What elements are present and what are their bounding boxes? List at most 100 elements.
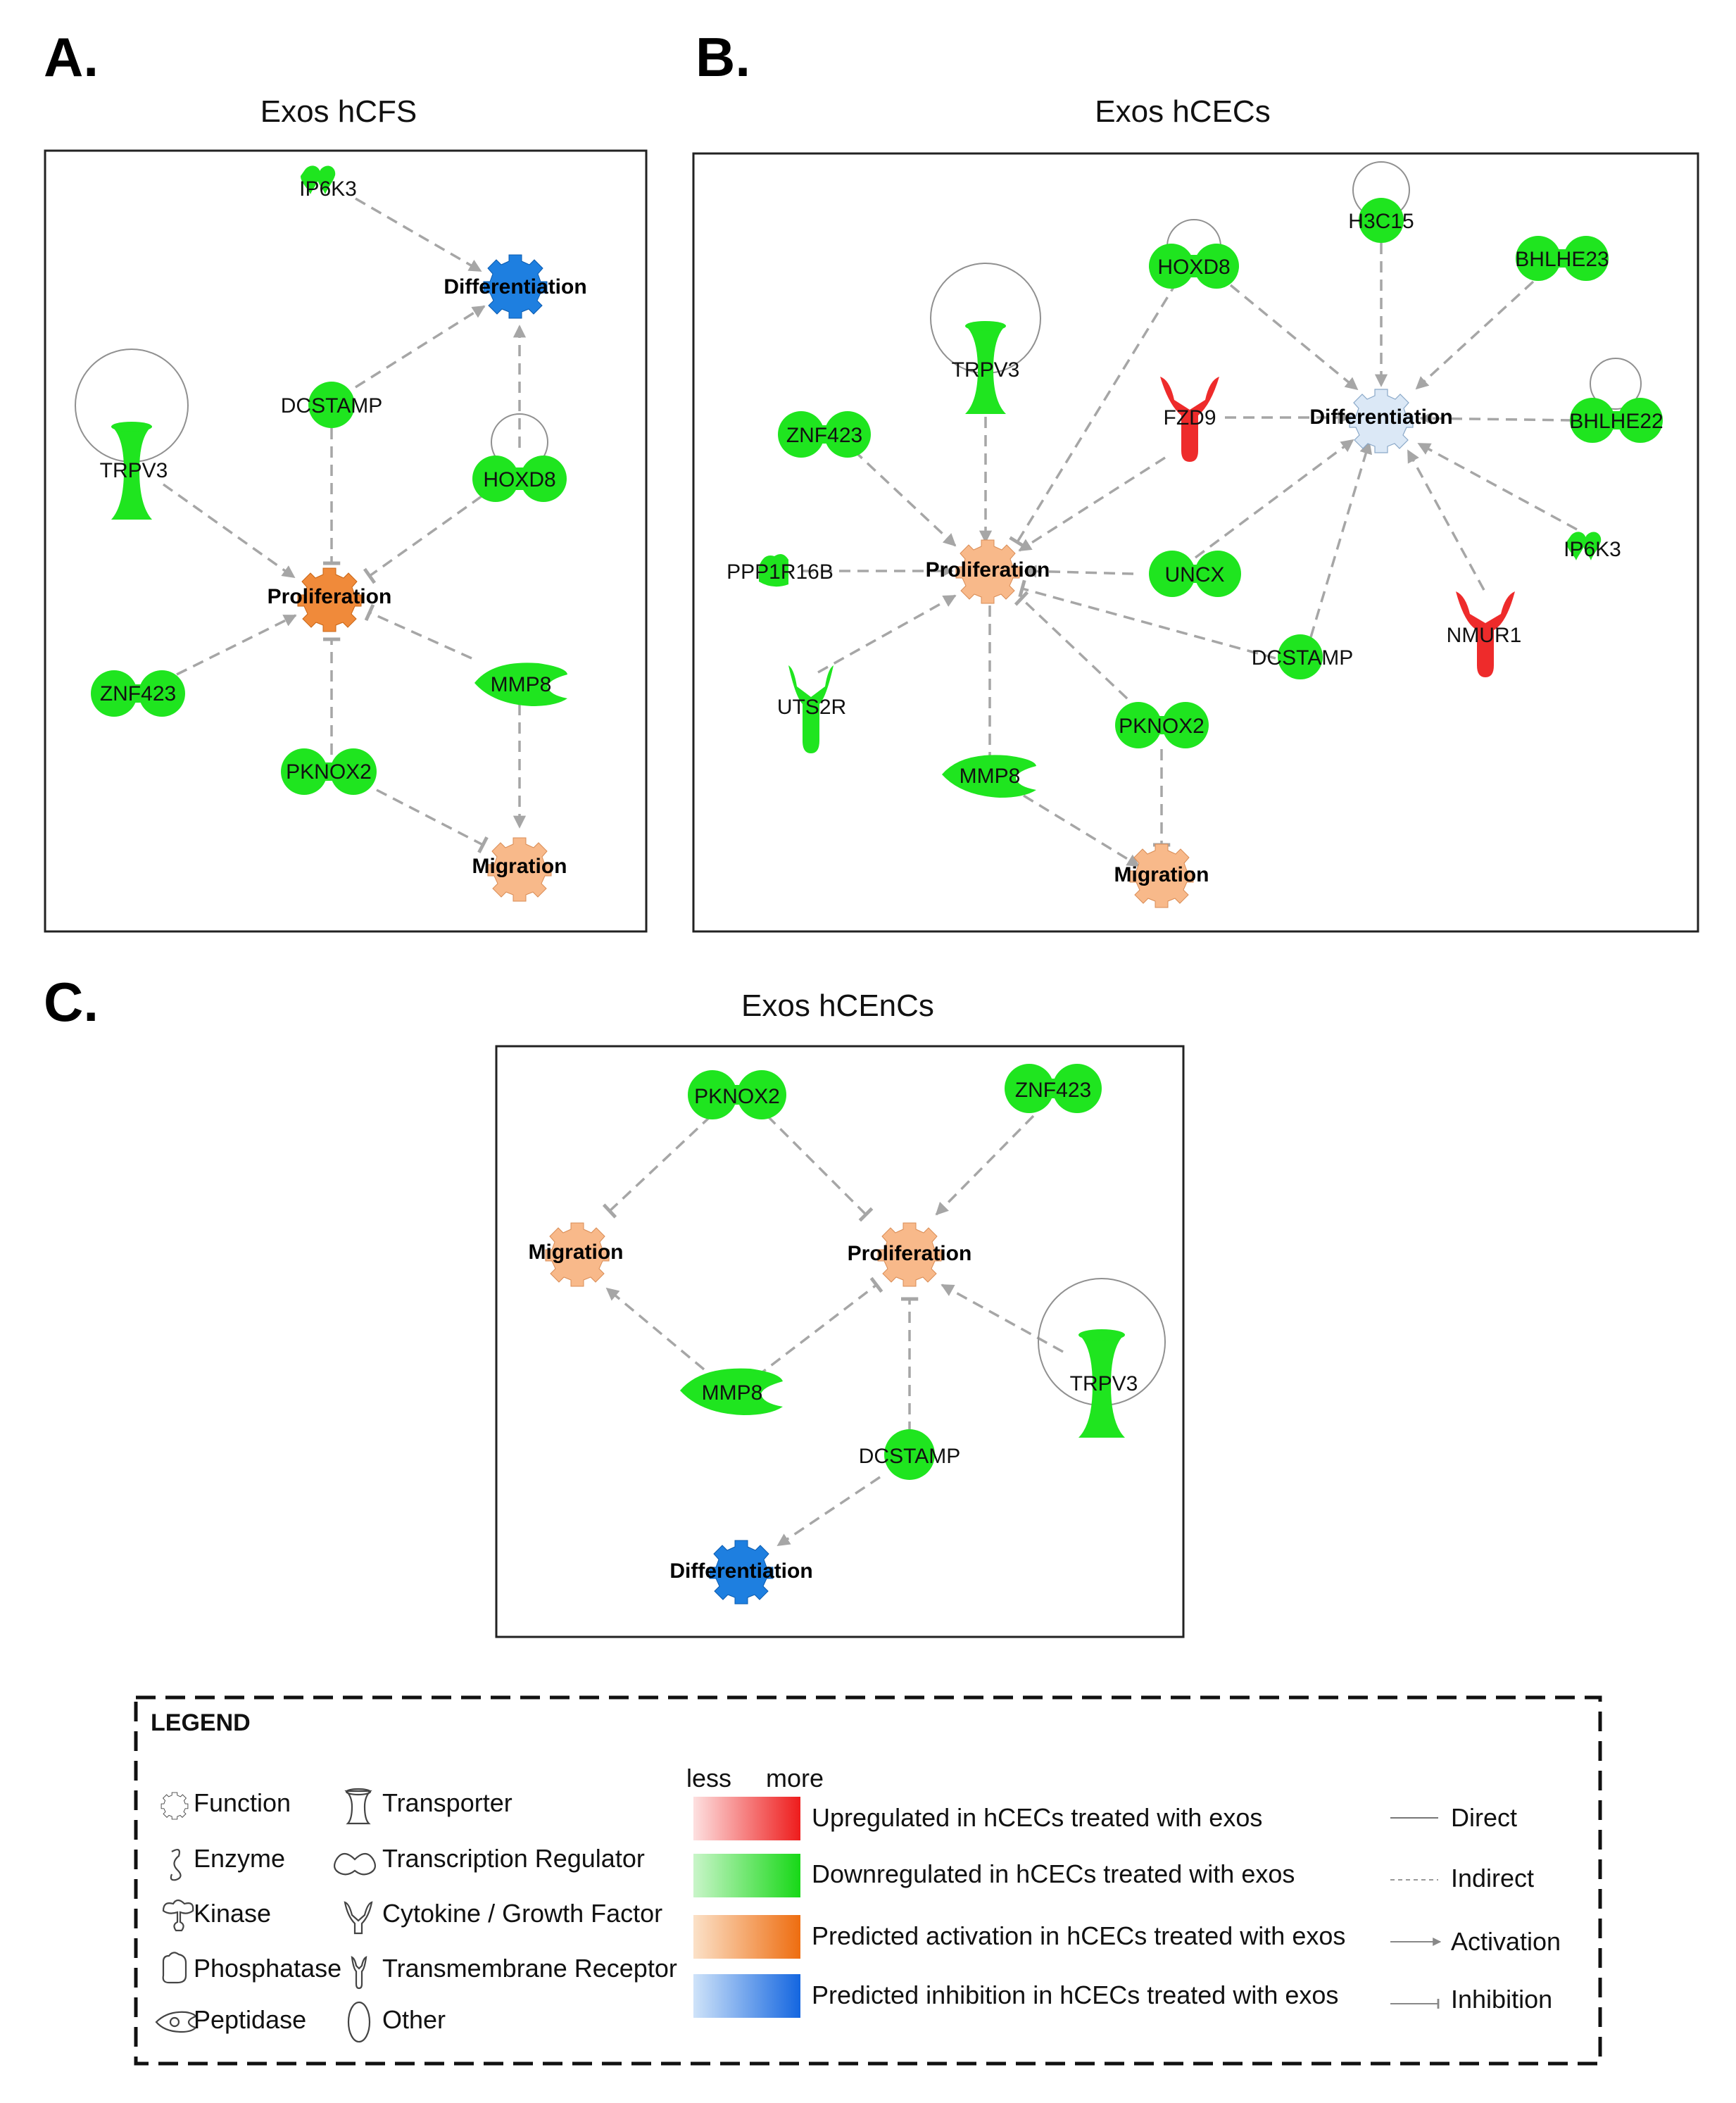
peptidase-icon (155, 2011, 198, 2033)
legend-activation: Predicted activation in hCECs treated wi… (812, 1921, 1345, 1950)
node-mmp8-c: MMP8 (680, 1368, 783, 1415)
migration-b-label: Migration (1114, 863, 1209, 886)
mmp8-label: MMP8 (491, 673, 552, 696)
legend-down: Downregulated in hCECs treated with exos (812, 1859, 1295, 1888)
legend: LEGEND Function Enzyme Kinase Phosphatas… (134, 1695, 1602, 2066)
legend-scale-more: more (766, 1764, 824, 1793)
panel-c-title: Exos hCEnCs (741, 988, 934, 1023)
panel-c-frame (495, 1045, 1185, 1638)
node-uts2r: UTS2R (777, 665, 846, 753)
migration-label: Migration (472, 855, 567, 878)
hoxd8-b-label: HOXD8 (1157, 256, 1230, 279)
trpv3-label: TRPV3 (100, 459, 168, 482)
swatch-inhibition (693, 1974, 800, 2018)
trpv3-b-label: TRPV3 (952, 358, 1020, 382)
node-znf423-b: ZNF423 (778, 411, 871, 458)
panel-a: A. Exos hCFS IP6K3 Differentiati (44, 26, 648, 933)
legend-activation-edge: Activation (1451, 1927, 1561, 1956)
node-bhlhe22: BHLHE22 (1569, 398, 1663, 443)
legend-kinase: Kinase (194, 1899, 271, 1928)
node-hoxd8: HOXD8 (472, 456, 567, 502)
ip6k3-b-label: IP6K3 (1564, 538, 1621, 561)
node-ppp1r16b: PPP1R16B (727, 553, 834, 587)
panel-a-letter: A. (44, 26, 99, 88)
pknox2-b-label: PKNOX2 (1119, 715, 1204, 738)
node-mmp8: MMP8 (474, 663, 567, 706)
node-dcstamp-c: DCSTAMP (859, 1429, 960, 1480)
node-ip6k3: IP6K3 (299, 165, 357, 201)
uncx-label: UNCX (1164, 563, 1224, 586)
migration-c-label: Migration (529, 1241, 624, 1264)
transcription-regulator-icon (333, 1852, 377, 1876)
transporter-icon-top (345, 1788, 372, 1796)
proliferation-c-label: Proliferation (848, 1242, 972, 1265)
legend-transmembrane-receptor: Transmembrane Receptor (382, 1954, 677, 1983)
legend-peptidase: Peptidase (194, 2005, 306, 2034)
proliferation-b-label: Proliferation (926, 558, 1050, 582)
node-dcstamp-b: DCSTAMP (1252, 634, 1353, 679)
node-uncx: UNCX (1149, 551, 1241, 597)
swatch-down (693, 1854, 800, 1897)
function-icon (161, 1792, 189, 1820)
legend-direct: Direct (1451, 1803, 1517, 1832)
panel-b-frame (692, 152, 1699, 933)
nmur1-label: NMUR1 (1447, 624, 1522, 647)
pknox2-c-label: PKNOX2 (694, 1085, 780, 1108)
panel-a-title: Exos hCFS (260, 94, 417, 129)
phosphatase-icon (162, 1952, 187, 1984)
differentiation-c-label: Differentiation (669, 1559, 812, 1583)
enzyme-icon (170, 1849, 182, 1881)
legend-phosphatase: Phosphatase (194, 1954, 341, 1983)
node-bhlhe23: BHLHE23 (1515, 236, 1609, 281)
bhlhe22-self-loop (1590, 358, 1642, 410)
dcstamp-c-label: DCSTAMP (859, 1445, 960, 1468)
panel-b-title: Exos hCECs (1095, 94, 1270, 129)
znf423-c-label: ZNF423 (1015, 1079, 1091, 1102)
swatch-activation (693, 1915, 800, 1959)
ppp1r16b-label: PPP1R16B (727, 560, 834, 584)
node-trpv3-c: TRPV3 (1070, 1329, 1138, 1438)
mmp8-c-label: MMP8 (702, 1381, 763, 1405)
dcstamp-b-label: DCSTAMP (1252, 646, 1353, 670)
legend-indirect: Indirect (1451, 1864, 1534, 1892)
differentiation-label: Differentiation (444, 275, 586, 299)
node-pknox2-c: PKNOX2 (688, 1070, 786, 1119)
differentiation-b-label: Differentiation (1309, 406, 1452, 429)
node-trpv3: TRPV3 (100, 422, 168, 520)
node-znf423-c: ZNF423 (1005, 1064, 1102, 1113)
node-trpv3-b: TRPV3 (952, 321, 1020, 414)
node-dcstamp: DCSTAMP (281, 382, 382, 428)
legend-scale-less: less (686, 1764, 731, 1793)
legend-enzyme: Enzyme (194, 1844, 285, 1873)
trpv3-c-label: TRPV3 (1070, 1372, 1138, 1395)
panel-b-edges (803, 243, 1578, 867)
node-h3c15: H3C15 (1348, 198, 1414, 243)
panel-a-frame (44, 149, 648, 933)
panel-a-edges (162, 197, 527, 854)
fzd9-label: FZD9 (1164, 406, 1216, 429)
legend-transcription-regulator: Transcription Regulator (382, 1844, 645, 1873)
panel-c-letter: C. (44, 971, 99, 1033)
panel-c: C. Exos hCEnCs PKNOX2 ZNF423 (44, 971, 1185, 1638)
peptidase-icon-hole (169, 2016, 180, 2028)
legend-cytokine: Cytokine / Growth Factor (382, 1899, 662, 1928)
node-ip6k3-b: IP6K3 (1564, 532, 1621, 561)
znf423-b-label: ZNF423 (786, 424, 862, 447)
node-mmp8-b: MMP8 (942, 755, 1036, 798)
proliferation-label: Proliferation (268, 585, 392, 608)
other-icon (347, 2001, 371, 2043)
mmp8-b-label: MMP8 (960, 765, 1021, 788)
bhlhe23-label: BHLHE23 (1515, 248, 1609, 271)
node-pknox2-b: PKNOX2 (1115, 702, 1209, 748)
h3c15-label: H3C15 (1348, 210, 1414, 233)
legend-frame (134, 1695, 1602, 2066)
legend-inhibition-edge: Inhibition (1451, 1985, 1552, 2014)
bhlhe22-label: BHLHE22 (1569, 410, 1663, 433)
dcstamp-label: DCSTAMP (281, 394, 382, 418)
legend-title: LEGEND (151, 1709, 251, 1736)
legend-transporter: Transporter (382, 1788, 512, 1817)
panel-c-edges (602, 1115, 1064, 1547)
hoxd8-label: HOXD8 (483, 468, 555, 491)
node-hoxd8-b: HOXD8 (1149, 244, 1239, 289)
